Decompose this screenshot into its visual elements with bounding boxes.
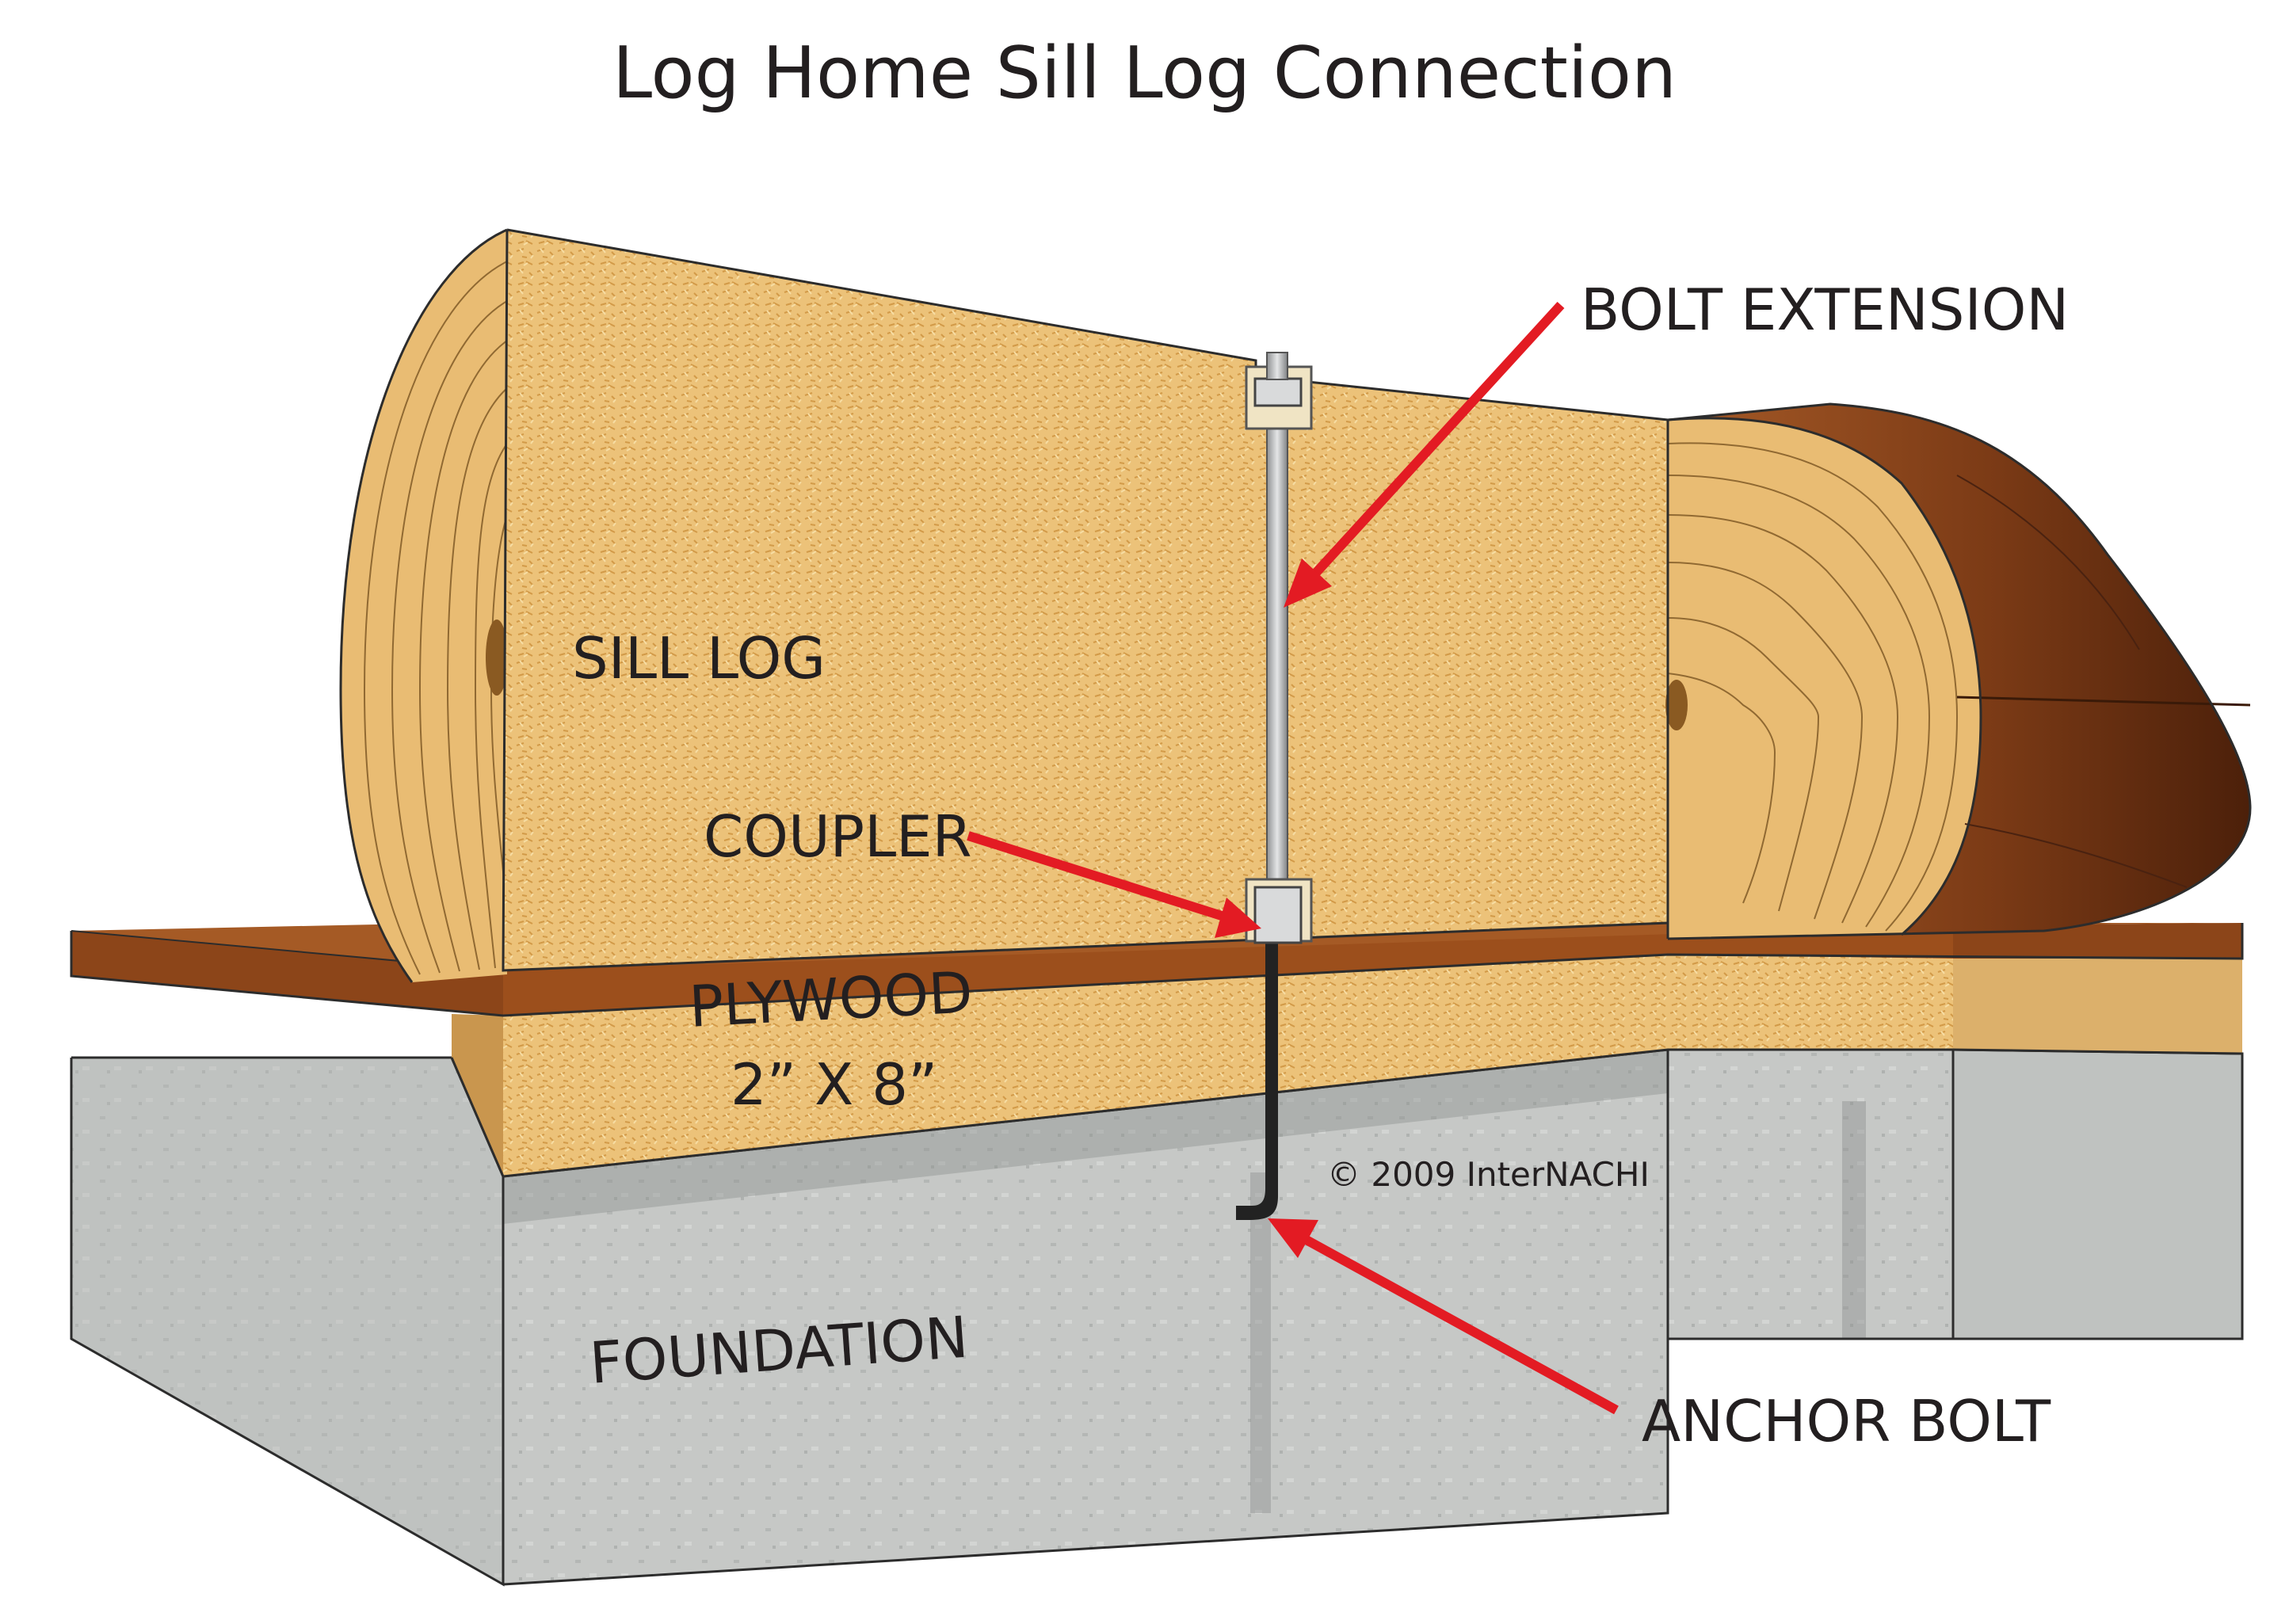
copyright-notice: © 2009 InterNACHI — [1327, 1155, 1650, 1194]
label-anchor-bolt: ANCHOR BOLT — [1642, 1388, 2051, 1454]
sill-plate-2x8 — [450, 955, 2243, 1178]
arrow-anchor-bolt — [1268, 1218, 1619, 1415]
label-bolt-extension: BOLT EXTENSION — [1581, 276, 2070, 343]
label-coupler: COUPLER — [704, 803, 972, 870]
label-plywood: PLYWOOD — [687, 959, 975, 1040]
right-log — [1665, 402, 2252, 940]
sill-log — [339, 228, 1669, 983]
foundation — [70, 1048, 2244, 1587]
diagram-title: Log Home Sill Log Connection — [612, 32, 1677, 115]
arrow-bolt-extension — [1284, 301, 1565, 608]
arrow-coupler — [967, 831, 1261, 938]
bolt-assembly — [1236, 352, 1313, 1220]
label-sill-log: SILL LOG — [572, 625, 826, 692]
label-lumber-size: 2” X 8” — [731, 1051, 938, 1118]
